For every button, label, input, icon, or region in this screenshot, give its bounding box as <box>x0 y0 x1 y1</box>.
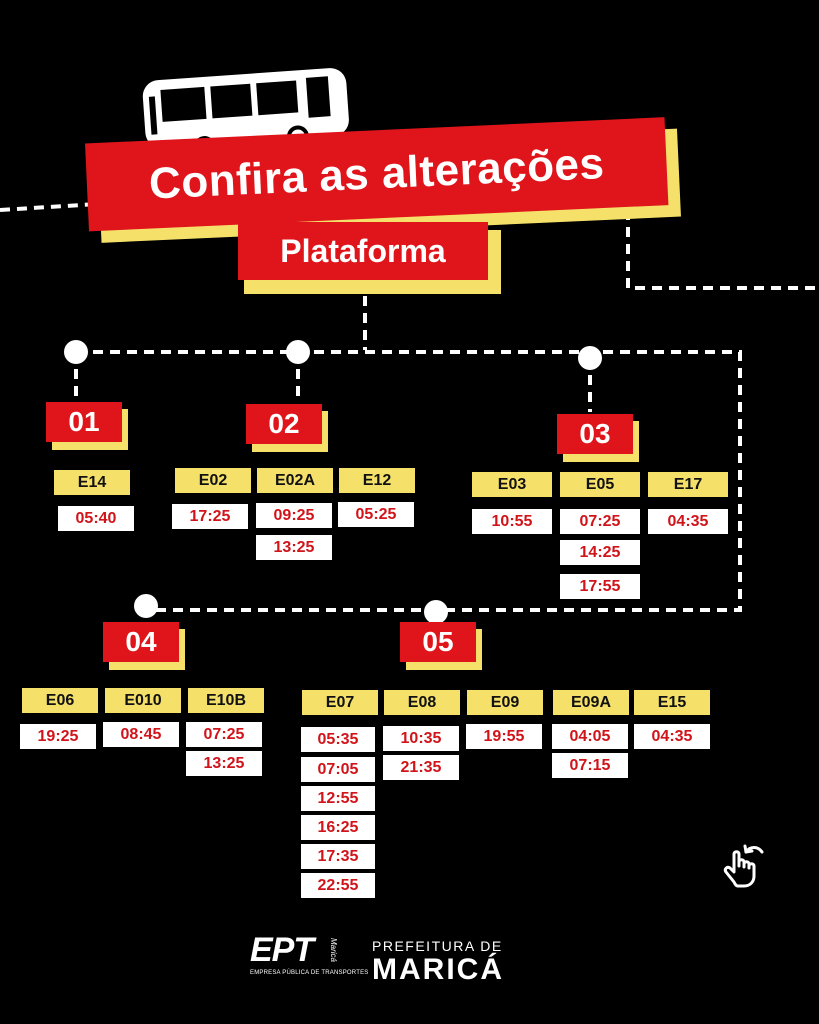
departure-time: 10:35 <box>383 726 459 751</box>
departure-time: 17:55 <box>560 574 640 599</box>
departure-time: 05:25 <box>338 502 414 527</box>
platform-label: 04 <box>103 622 179 662</box>
departure-time: 21:35 <box>383 755 459 780</box>
departure-time: 22:55 <box>301 873 375 898</box>
departure-time: 17:35 <box>301 844 375 869</box>
departure-time: 04:35 <box>634 724 710 749</box>
platform-tag-03: 03 <box>557 414 639 462</box>
ept-side-label: Maricá <box>329 938 338 963</box>
platform-tag-05: 05 <box>400 622 482 670</box>
departure-time: 13:25 <box>256 535 332 560</box>
departure-time: 19:55 <box>466 724 542 749</box>
platform-tag-04: 04 <box>103 622 185 670</box>
line-code: E15 <box>634 690 710 715</box>
node-platform-02 <box>286 340 310 364</box>
ept-logo: EPT EMPRESA PÚBLICA DE TRANSPORTES Maric… <box>250 930 369 986</box>
node-platform-01 <box>64 340 88 364</box>
prefeitura-main: MARICÁ <box>372 953 504 986</box>
node-platform-04 <box>134 594 158 618</box>
departure-time: 07:25 <box>560 509 640 534</box>
departure-time: 19:25 <box>20 724 96 749</box>
departure-time: 16:25 <box>301 815 375 840</box>
departure-time: 07:15 <box>552 753 628 778</box>
line-code: E17 <box>648 472 728 497</box>
departure-time: 07:05 <box>301 757 375 782</box>
line-code: E03 <box>472 472 552 497</box>
node-platform-05 <box>424 600 448 624</box>
departure-time: 05:40 <box>58 506 134 531</box>
platform-label: 02 <box>246 404 322 444</box>
platform-tag-01: 01 <box>46 402 128 450</box>
departure-time: 08:45 <box>103 722 179 747</box>
swipe-hand-icon[interactable] <box>712 838 768 890</box>
line-code: E02 <box>175 468 251 493</box>
bus-icon <box>142 68 349 159</box>
line-code: E09A <box>553 690 629 715</box>
departure-time: 04:35 <box>648 509 728 534</box>
departure-time: 09:25 <box>256 503 332 528</box>
departure-time: 14:25 <box>560 540 640 565</box>
line-code: E14 <box>54 470 130 495</box>
prefeitura-logo: PREFEITURA DE MARICÁ <box>372 938 504 986</box>
line-code: E08 <box>384 690 460 715</box>
line-code: E05 <box>560 472 640 497</box>
line-code: E010 <box>105 688 181 713</box>
departure-time: 12:55 <box>301 786 375 811</box>
departure-time: 04:05 <box>552 724 628 749</box>
page-subtitle: Plataforma <box>238 222 488 280</box>
platform-label: 03 <box>557 414 633 454</box>
departure-time: 07:25 <box>186 722 262 747</box>
ept-tagline: EMPRESA PÚBLICA DE TRANSPORTES <box>250 970 369 976</box>
platform-label: 05 <box>400 622 476 662</box>
line-code: E06 <box>22 688 98 713</box>
platform-tag-02: 02 <box>246 404 328 452</box>
line-code: E07 <box>302 690 378 715</box>
ept-logo-mark: EPT <box>250 931 314 969</box>
line-code: E02A <box>257 468 333 493</box>
platform-label: 01 <box>46 402 122 442</box>
line-code: E10B <box>188 688 264 713</box>
departure-time: 10:55 <box>472 509 552 534</box>
prefeitura-top: PREFEITURA DE <box>372 938 503 954</box>
line-code: E09 <box>467 690 543 715</box>
subtitle-banner: Plataforma <box>238 222 501 294</box>
departure-time: 13:25 <box>186 751 262 776</box>
departure-time: 17:25 <box>172 504 248 529</box>
node-platform-03 <box>578 346 602 370</box>
line-code: E12 <box>339 468 415 493</box>
departure-time: 05:35 <box>301 727 375 752</box>
